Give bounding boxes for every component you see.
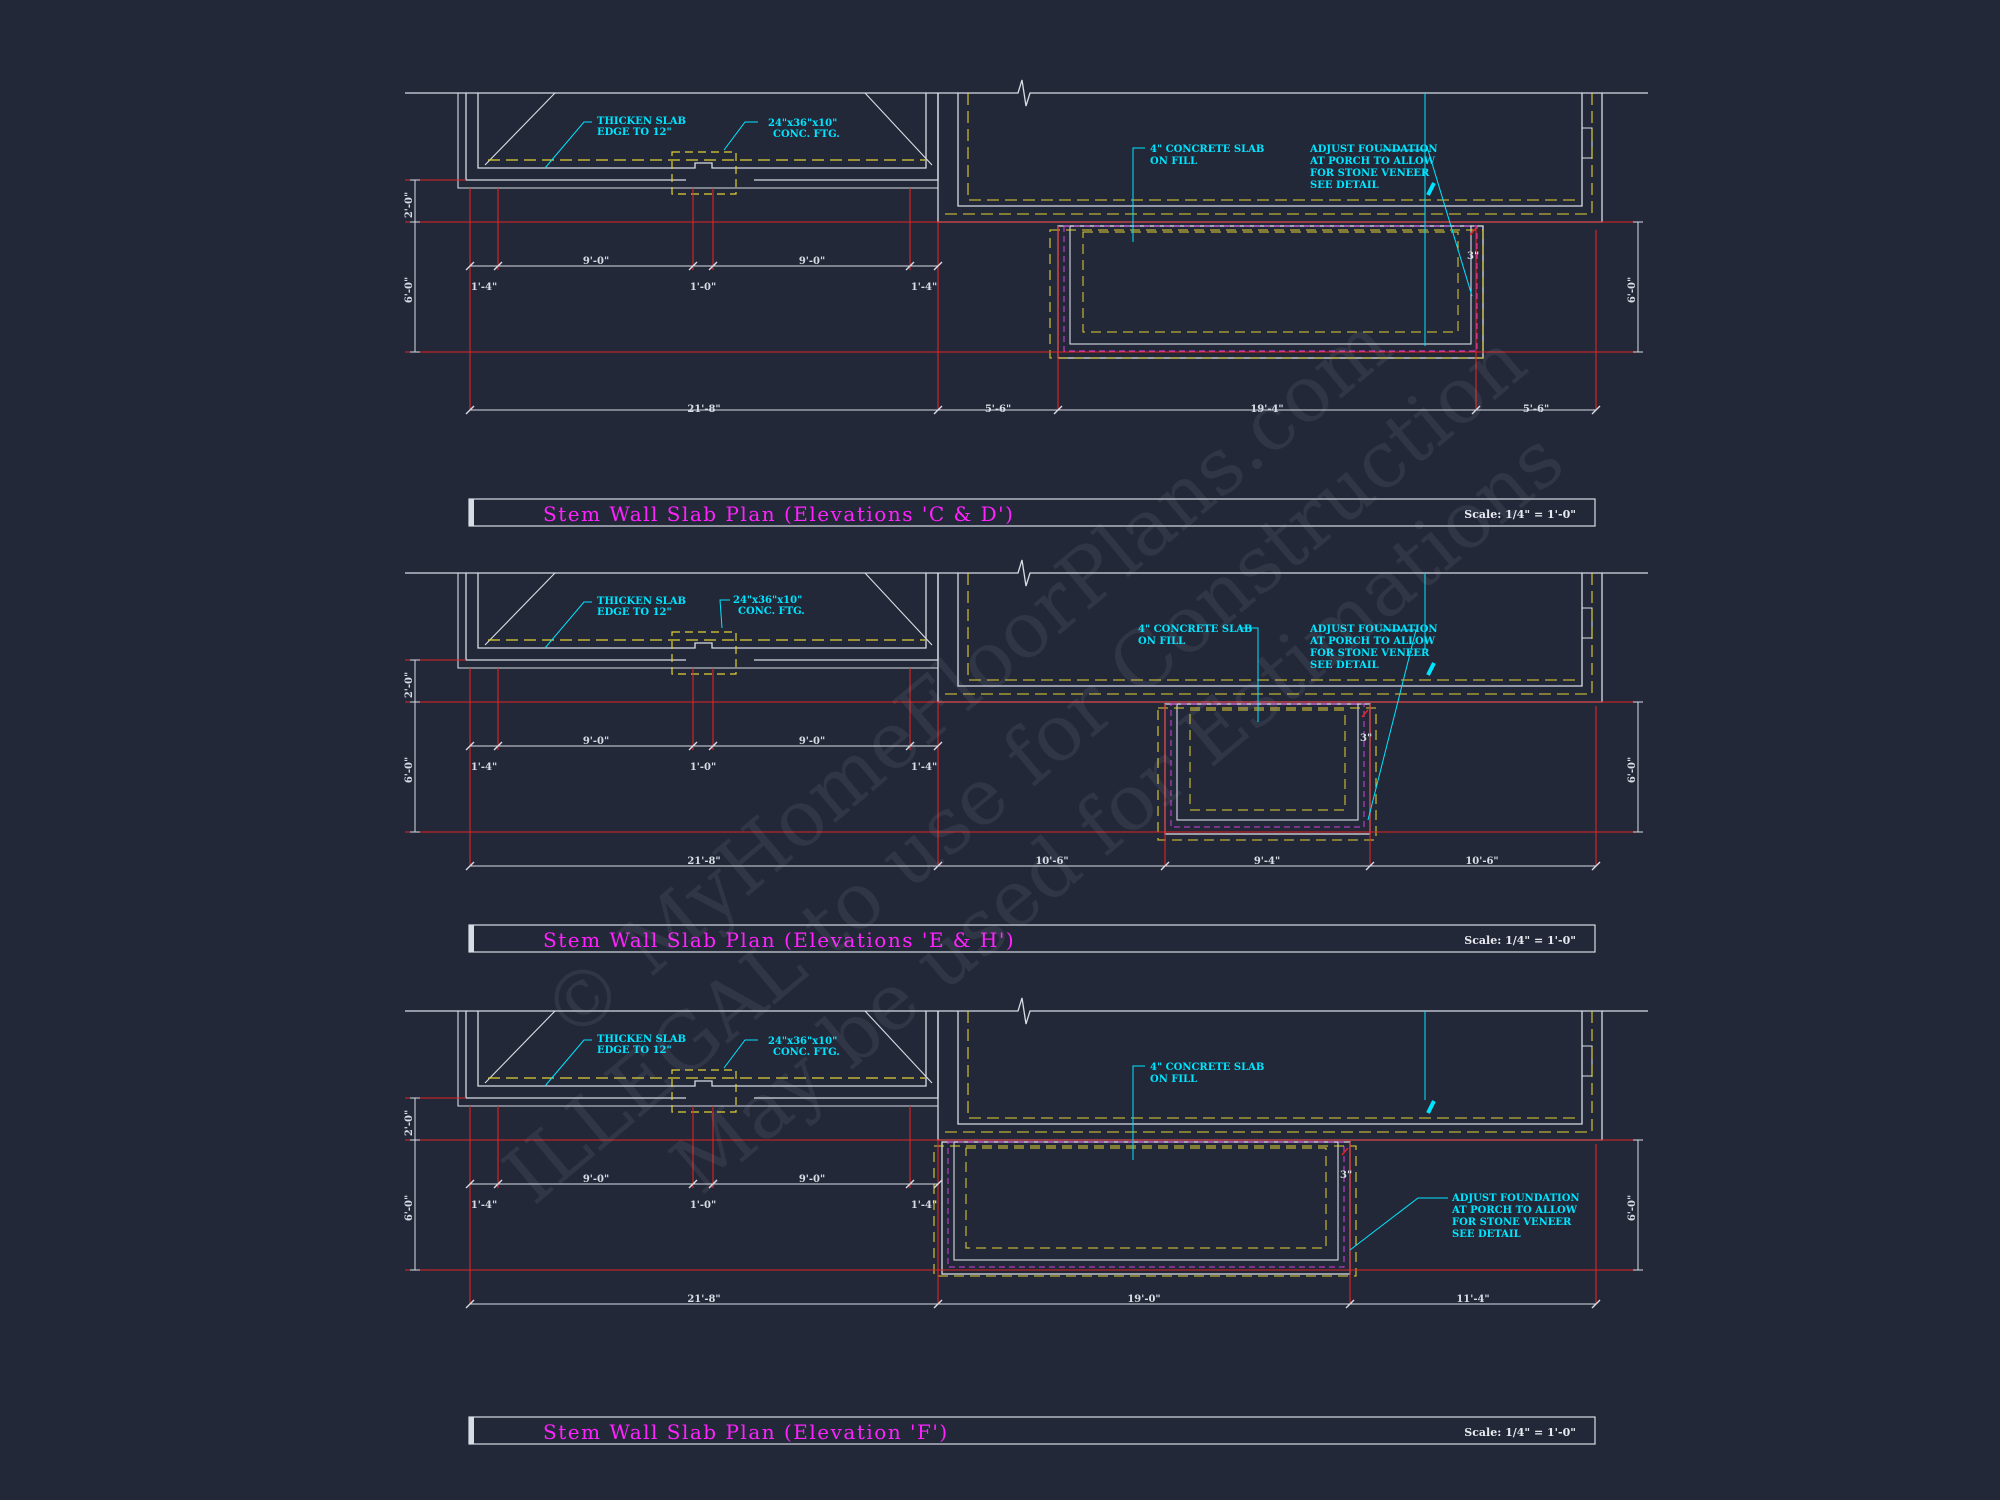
note-concrete-slab-2: ON FILL bbox=[1150, 156, 1197, 167]
note-footing-2: CONC. FTG. bbox=[738, 606, 805, 617]
dim-segment-3: 10'-6" bbox=[1465, 856, 1498, 867]
plan-scale: Scale: 1/4" = 1'-0" bbox=[1464, 508, 1576, 521]
note-footing-2: CONC. FTG. bbox=[773, 1047, 840, 1058]
dim-left-top: 2'-0" bbox=[404, 672, 415, 698]
dim-left-bottom: 6'-0" bbox=[404, 277, 415, 303]
plan-title: Stem Wall Slab Plan (Elevations 'E & H') bbox=[543, 928, 1015, 952]
note-concrete-slab-1: 4" CONCRETE SLAB bbox=[1150, 144, 1264, 155]
note-adjust-foundation-3: FOR STONE VENEER bbox=[1310, 168, 1430, 179]
note-adjust-foundation-3: FOR STONE VENEER bbox=[1452, 1217, 1572, 1228]
note-adjust-foundation-1: ADJUST FOUNDATION bbox=[1309, 144, 1438, 155]
note-adjust-foundation-2: AT PORCH TO ALLOW bbox=[1451, 1205, 1578, 1216]
dim-left-top: 2'-0" bbox=[404, 1110, 415, 1136]
note-adjust-foundation-1: ADJUST FOUNDATION bbox=[1309, 624, 1438, 635]
note-thicken-slab-2: EDGE TO 12" bbox=[597, 607, 672, 618]
plan-e-h-dimensions: 2'-0" 6'-0" 6'-0" 9'-0" 9'-0" 1'-4" 1'-0… bbox=[404, 672, 1638, 867]
plan-e-h-notes: THICKEN SLAB EDGE TO 12" 24"x36"x10" CON… bbox=[597, 595, 1438, 744]
dim-post: 1'-0" bbox=[690, 1200, 716, 1211]
dim-segment-1: 19'-0" bbox=[1127, 1294, 1160, 1305]
note-footing-1: 24"x36"x10" bbox=[768, 1036, 837, 1047]
note-footing-1: 24"x36"x10" bbox=[733, 595, 802, 606]
dim-edge-a: 1'-4" bbox=[471, 1200, 497, 1211]
dim-overall-left: 21'-8" bbox=[687, 856, 720, 867]
note-veneer-width: 3" bbox=[1360, 733, 1372, 744]
plan-f-notes: THICKEN SLAB EDGE TO 12" 24"x36"x10" CON… bbox=[597, 1034, 1580, 1240]
note-concrete-slab-2: ON FILL bbox=[1138, 636, 1185, 647]
note-concrete-slab-1: 4" CONCRETE SLAB bbox=[1150, 1062, 1264, 1073]
plan-e-h-title-bar: Stem Wall Slab Plan (Elevations 'E & H')… bbox=[468, 924, 1596, 953]
note-thicken-slab-2: EDGE TO 12" bbox=[597, 1045, 672, 1056]
plan-c-d-title-bar: Stem Wall Slab Plan (Elevations 'C & D')… bbox=[468, 498, 1596, 527]
dim-post: 1'-0" bbox=[690, 762, 716, 773]
dim-span-a: 9'-0" bbox=[583, 256, 609, 267]
dim-left-bottom: 6'-0" bbox=[404, 1195, 415, 1221]
plan-title: Stem Wall Slab Plan (Elevation 'F') bbox=[543, 1420, 949, 1444]
plan-e-h: THICKEN SLAB EDGE TO 12" 24"x36"x10" CON… bbox=[404, 559, 1648, 953]
note-adjust-foundation-2: AT PORCH TO ALLOW bbox=[1309, 636, 1436, 647]
plan-f-dimensions: 2'-0" 6'-0" 6'-0" 9'-0" 9'-0" 1'-4" 1'-0… bbox=[404, 1110, 1638, 1305]
dim-edge-b: 1'-4" bbox=[911, 1200, 937, 1211]
plan-title: Stem Wall Slab Plan (Elevations 'C & D') bbox=[543, 502, 1014, 526]
dim-left-bottom: 6'-0" bbox=[404, 757, 415, 783]
plan-c-d-notes: THICKEN SLAB EDGE TO 12" 24"x36"x10" CON… bbox=[597, 116, 1479, 262]
dim-right: 6'-0" bbox=[1627, 1195, 1638, 1221]
dim-overall-left: 21'-8" bbox=[687, 404, 720, 415]
note-adjust-foundation-3: FOR STONE VENEER bbox=[1310, 648, 1430, 659]
note-thicken-slab-1: THICKEN SLAB bbox=[597, 596, 686, 607]
note-veneer-width: 3" bbox=[1467, 251, 1479, 262]
note-veneer-width: 3" bbox=[1340, 1170, 1352, 1181]
note-thicken-slab-1: THICKEN SLAB bbox=[597, 116, 686, 127]
note-adjust-foundation-4: SEE DETAIL bbox=[1452, 1229, 1521, 1240]
dim-right: 6'-0" bbox=[1627, 757, 1638, 783]
dim-right: 6'-0" bbox=[1627, 277, 1638, 303]
note-thicken-slab-1: THICKEN SLAB bbox=[597, 1034, 686, 1045]
plan-c-d: THICKEN SLAB EDGE TO 12" 24"x36"x10" CON… bbox=[404, 79, 1648, 527]
note-footing-1: 24"x36"x10" bbox=[768, 118, 837, 129]
dim-segment-2: 19'-4" bbox=[1250, 404, 1283, 415]
dim-segment-1: 10'-6" bbox=[1035, 856, 1068, 867]
dim-span-a: 9'-0" bbox=[583, 1174, 609, 1185]
dim-span-b: 9'-0" bbox=[799, 736, 825, 747]
dim-segment-3: 5'-6" bbox=[1523, 404, 1549, 415]
note-adjust-foundation-4: SEE DETAIL bbox=[1310, 180, 1379, 191]
note-concrete-slab-1: 4" CONCRETE SLAB bbox=[1138, 624, 1252, 635]
note-adjust-foundation-1: ADJUST FOUNDATION bbox=[1451, 1193, 1580, 1204]
dim-segment-1: 5'-6" bbox=[985, 404, 1011, 415]
plan-f: THICKEN SLAB EDGE TO 12" 24"x36"x10" CON… bbox=[404, 997, 1648, 1445]
dim-edge-b: 1'-4" bbox=[911, 282, 937, 293]
plan-c-d-dimensions: 2'-0" 6'-0" 6'-0" 9'-0" 9'-0" 1'-4" 1'-0… bbox=[404, 192, 1638, 415]
dim-span-a: 9'-0" bbox=[583, 736, 609, 747]
dim-edge-a: 1'-4" bbox=[471, 762, 497, 773]
dim-segment-2: 11'-4" bbox=[1456, 1294, 1489, 1305]
note-adjust-foundation-2: AT PORCH TO ALLOW bbox=[1309, 156, 1436, 167]
note-footing-2: CONC. FTG. bbox=[773, 129, 840, 140]
dim-overall-left: 21'-8" bbox=[687, 1294, 720, 1305]
dim-edge-b: 1'-4" bbox=[911, 762, 937, 773]
note-concrete-slab-2: ON FILL bbox=[1150, 1074, 1197, 1085]
dim-post: 1'-0" bbox=[690, 282, 716, 293]
dim-segment-2: 9'-4" bbox=[1254, 856, 1280, 867]
plan-scale: Scale: 1/4" = 1'-0" bbox=[1464, 1426, 1576, 1439]
dim-span-b: 9'-0" bbox=[799, 1174, 825, 1185]
dim-left-top: 2'-0" bbox=[404, 192, 415, 218]
plan-scale: Scale: 1/4" = 1'-0" bbox=[1464, 934, 1576, 947]
note-thicken-slab-2: EDGE TO 12" bbox=[597, 127, 672, 138]
dim-edge-a: 1'-4" bbox=[471, 282, 497, 293]
plan-f-title-bar: Stem Wall Slab Plan (Elevation 'F') Scal… bbox=[468, 1416, 1596, 1445]
dim-span-b: 9'-0" bbox=[799, 256, 825, 267]
note-adjust-foundation-4: SEE DETAIL bbox=[1310, 660, 1379, 671]
